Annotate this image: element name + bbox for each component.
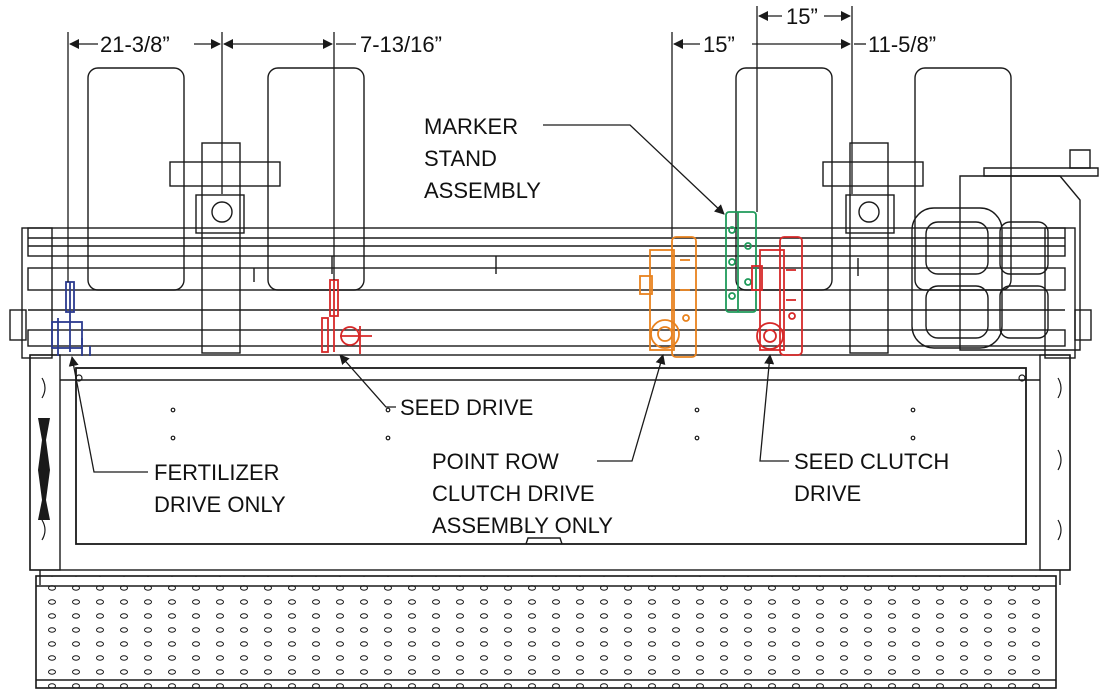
seed-clutch-component (751, 236, 803, 356)
planter-frame (9, 67, 1099, 689)
rivets (75, 374, 1026, 441)
seed-drive-component (321, 279, 372, 354)
dimension-label-1: 21-3/8” (100, 32, 170, 57)
callout-point-row: POINT ROW CLUTCH DRIVE ASSEMBLY ONLY (432, 449, 613, 538)
wheel-left-inner (267, 67, 365, 291)
callout-seed-clutch: SEED CLUTCH DRIVE (794, 449, 955, 506)
side-decal-left (38, 418, 50, 520)
callout-seed-drive: SEED DRIVE (400, 395, 533, 420)
dimension-label-5: 11-5/8” (868, 32, 936, 57)
fertilizer-drive-component (51, 281, 91, 356)
point-row-clutch-component (639, 236, 697, 358)
dimension-label-3: 15” (703, 32, 735, 57)
drive-shaft (27, 329, 1066, 347)
dimension-lines (67, 6, 866, 282)
callout-marker-stand: MARKER STAND ASSEMBLY (424, 114, 541, 203)
toolbar-upper (27, 227, 1066, 257)
walkboard (35, 575, 1057, 689)
dimension-label-4: 15” (786, 4, 818, 29)
callout-fertilizer-drive: FERTILIZER DRIVE ONLY (154, 460, 286, 517)
wheel-right-outer (914, 67, 1012, 291)
marker-stand-component (725, 211, 757, 313)
dimension-label-2: 7-13/16” (360, 32, 442, 57)
toolbar-lower (27, 267, 1066, 291)
leader-lines (68, 124, 789, 473)
